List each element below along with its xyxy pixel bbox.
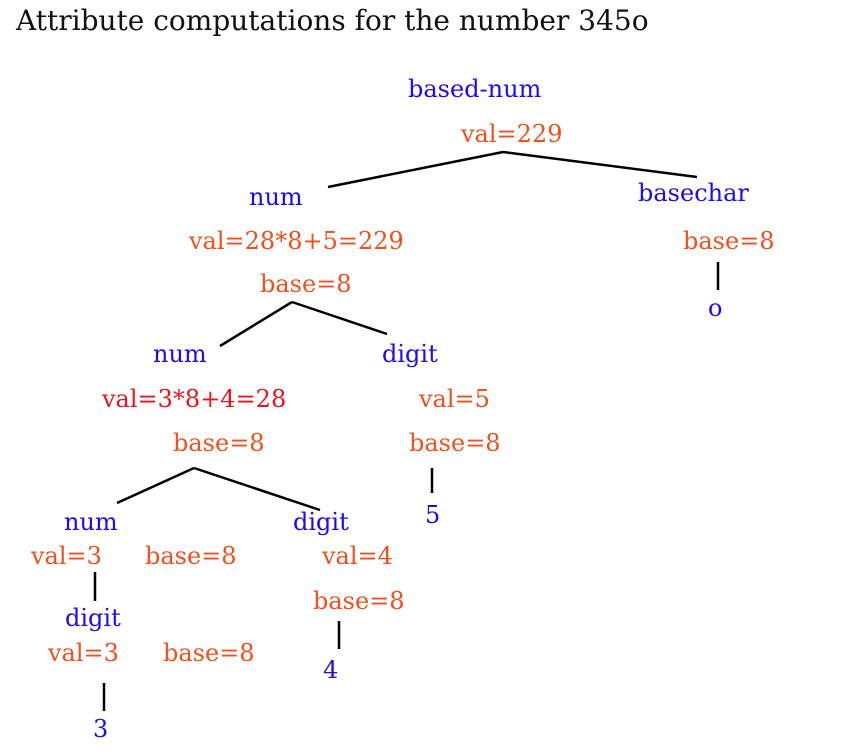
edge-root-num	[327, 150, 504, 189]
node-num-level2: num	[153, 340, 207, 368]
digit-level3-base-attribute: base=8	[313, 587, 405, 615]
edge-num-num-lower	[116, 466, 195, 505]
num-level1-val-attribute: val=28*8+5=229	[189, 227, 404, 255]
edge-num-num	[219, 300, 293, 348]
node-based-num: based-num	[408, 75, 542, 103]
num-level3-base-attribute: base=8	[145, 542, 237, 570]
leaf-5: 5	[425, 501, 441, 529]
leaf-4: 4	[323, 656, 339, 684]
node-num-level1: num	[249, 183, 303, 211]
digit-level3-val-attribute: val=4	[322, 542, 393, 570]
edge-num-digit-lower	[193, 466, 321, 512]
digit-level4-base-attribute: base=8	[163, 639, 255, 667]
num-level3-val-attribute: val=3	[31, 542, 102, 570]
num-level1-base-attribute: base=8	[260, 270, 352, 298]
node-num-level3: num	[64, 508, 118, 536]
node-digit-level4: digit	[65, 604, 121, 632]
num-level2-val-attribute: val=3*8+4=28	[102, 385, 287, 413]
leaf-o: o	[708, 294, 723, 322]
num-level2-base-attribute: base=8	[173, 429, 265, 457]
node-basechar: basechar	[638, 179, 749, 207]
leaf-3: 3	[93, 715, 109, 743]
root-val-attribute: val=229	[461, 120, 563, 148]
node-digit-level2: digit	[382, 340, 438, 368]
edge-root-basechar	[502, 150, 698, 179]
diagram-title: Attribute computations for the number 34…	[16, 4, 649, 37]
basechar-base-attribute: base=8	[683, 227, 775, 255]
digit-level2-val-attribute: val=5	[419, 385, 490, 413]
edge-num-digit	[291, 300, 388, 336]
node-digit-level3: digit	[293, 508, 349, 536]
digit-level4-val-attribute: val=3	[48, 639, 119, 667]
digit-level2-base-attribute: base=8	[409, 429, 501, 457]
